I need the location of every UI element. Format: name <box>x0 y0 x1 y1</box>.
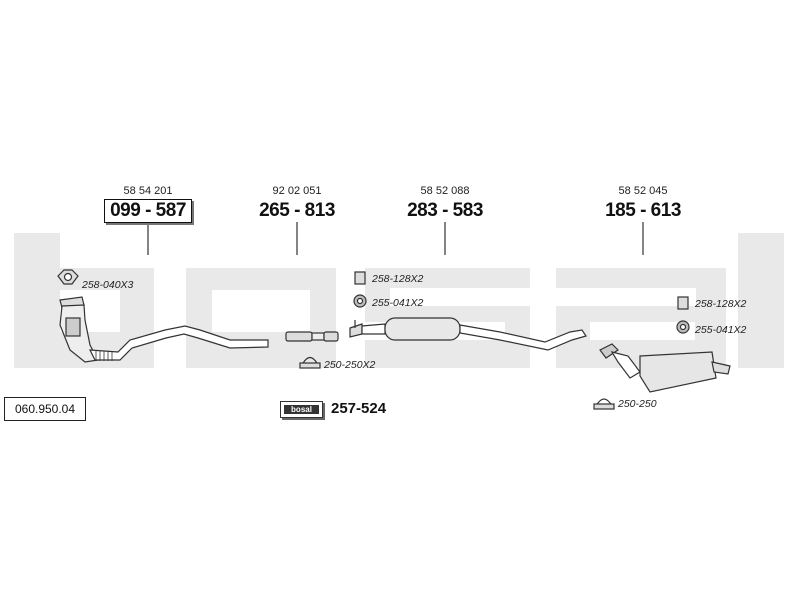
front-pipe-drawing[interactable] <box>59 296 269 363</box>
part-number-middle-pipe: 92 02 051 <box>272 185 322 197</box>
gasket-icon <box>57 269 79 285</box>
part-code-front-pipe[interactable]: 099 - 587 <box>104 199 192 223</box>
kit-code[interactable]: 257-524 <box>331 400 387 417</box>
kit-logo: bosal <box>280 401 323 418</box>
rubber-mount-icon <box>676 320 690 334</box>
accessory-label-clamp-middle[interactable]: 250-250X2 <box>324 359 376 371</box>
accessory-label-bracket-rear[interactable]: 258-128X2 <box>695 298 747 310</box>
accessory-label-rubber-center[interactable]: 255-041X2 <box>372 297 424 309</box>
bracket-icon <box>677 296 689 310</box>
part-code-center-silencer[interactable]: 283 - 583 <box>407 200 483 221</box>
part-code-middle-pipe[interactable]: 265 - 813 <box>259 200 335 221</box>
accessory-label-rubber-rear[interactable]: 255-041X2 <box>695 324 747 336</box>
rubber-mount-icon <box>353 294 367 308</box>
part-number-front-pipe: 58 54 201 <box>123 185 173 197</box>
accessory-label-bracket-center[interactable]: 258-128X2 <box>372 273 424 285</box>
watermark-letter-a <box>556 268 726 368</box>
reference-number: 060.950.04 <box>4 397 86 421</box>
clamp-icon <box>593 398 615 410</box>
rear-silencer-drawing[interactable] <box>599 343 731 393</box>
center-silencer-drawing[interactable] <box>349 317 587 351</box>
accessory-label-clamp-rear[interactable]: 250-250 <box>618 398 657 410</box>
clamp-icon <box>299 356 321 369</box>
part-number-center-silencer: 58 52 088 <box>420 185 470 197</box>
kit-logo-text: bosal <box>284 405 319 414</box>
accessory-label-gasket-front[interactable]: 258-040X3 <box>82 279 134 291</box>
part-number-rear-silencer: 58 52 045 <box>618 185 668 197</box>
bracket-icon <box>354 271 366 285</box>
middle-pipe-drawing[interactable] <box>285 331 339 342</box>
watermark-letter-l <box>738 233 784 368</box>
part-code-rear-silencer[interactable]: 185 - 613 <box>605 200 681 221</box>
